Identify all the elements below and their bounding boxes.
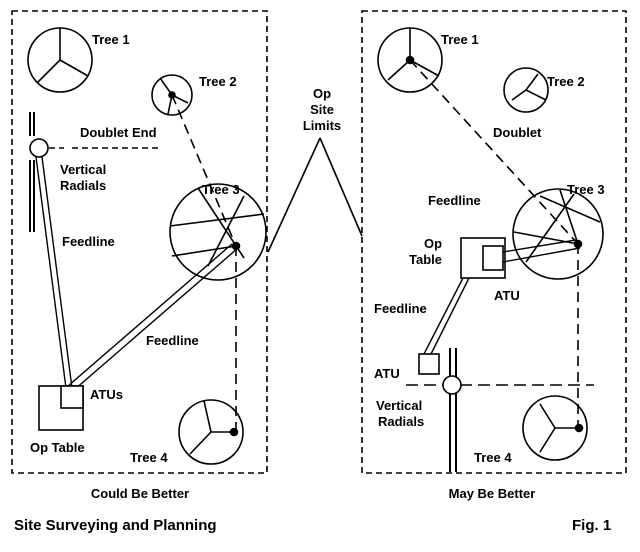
left-feedline-upper-label: Feedline xyxy=(62,234,115,249)
right-lower-atu xyxy=(418,353,440,375)
left-labels: Tree 1 Tree 2 Doublet End Vertical Radia… xyxy=(30,32,240,465)
middle-limits-label: Limits xyxy=(303,118,341,133)
right-tree-3 xyxy=(512,188,604,280)
left-feedline-vertical xyxy=(35,156,73,389)
right-tree-4-label: Tree 4 xyxy=(474,450,512,465)
figure-title: Site Surveying and Planning xyxy=(14,517,217,534)
right-feedline-vertical xyxy=(423,277,470,357)
right-caption: May Be Better xyxy=(449,486,536,501)
right-feedline-doublet xyxy=(502,239,581,263)
right-tree-2 xyxy=(503,67,549,113)
right-op-table xyxy=(460,237,506,279)
middle-site-label: Site xyxy=(310,102,334,117)
middle-op-label: Op xyxy=(313,86,331,101)
captions: Could Be Better May Be Better Site Surve… xyxy=(14,486,611,534)
left-radials-label: Radials xyxy=(60,178,106,193)
right-doublet xyxy=(409,59,579,428)
left-atus-label: ATUs xyxy=(90,387,123,402)
right-tree-4 xyxy=(522,395,588,461)
left-tree-1-label: Tree 1 xyxy=(92,32,130,47)
right-tree-2-label: Tree 2 xyxy=(547,74,585,89)
right-site-boundary xyxy=(361,10,627,474)
right-op-label: Op xyxy=(424,236,442,251)
left-tree-1 xyxy=(27,27,93,93)
left-doublet xyxy=(171,94,237,432)
middle-site-limits-pointer xyxy=(267,137,363,253)
left-feedline-doublet xyxy=(67,243,239,391)
right-feedline-upper-label: Feedline xyxy=(428,193,481,208)
right-atu-upper-label: ATU xyxy=(494,288,520,303)
left-doublet-end-label: Doublet End xyxy=(80,125,157,140)
right-vertical-label: Vertical xyxy=(376,398,422,413)
left-tree-4-label: Tree 4 xyxy=(130,450,168,465)
left-caption: Could Be Better xyxy=(91,486,189,501)
right-radials-label: Radials xyxy=(378,414,424,429)
left-vertical-radials xyxy=(29,112,160,232)
left-op-table xyxy=(38,385,84,431)
right-feedline-lower-label: Feedline xyxy=(374,301,427,316)
right-atu-lower-label: ATU xyxy=(374,366,400,381)
right-labels: Tree 1 Tree 2 Doublet Tree 3 Feedline Op… xyxy=(374,32,605,465)
right-tree-1-label: Tree 1 xyxy=(441,32,479,47)
figure-number: Fig. 1 xyxy=(572,517,611,534)
left-site-boundary xyxy=(11,10,268,474)
left-vertical-label: Vertical xyxy=(60,162,106,177)
left-tree-2 xyxy=(151,74,193,116)
middle-labels: Op Site Limits xyxy=(303,86,341,133)
left-tree-4 xyxy=(178,399,244,465)
right-vertical-radials xyxy=(406,348,594,472)
left-tree-3-label: Tree 3 xyxy=(202,182,240,197)
left-feedline-lower-label: Feedline xyxy=(146,333,199,348)
left-tree-2-label: Tree 2 xyxy=(199,74,237,89)
right-doublet-label: Doublet xyxy=(493,125,542,140)
left-op-table-label: Op Table xyxy=(30,440,85,455)
right-table-label: Table xyxy=(409,252,442,267)
right-tree-3-label: Tree 3 xyxy=(567,182,605,197)
